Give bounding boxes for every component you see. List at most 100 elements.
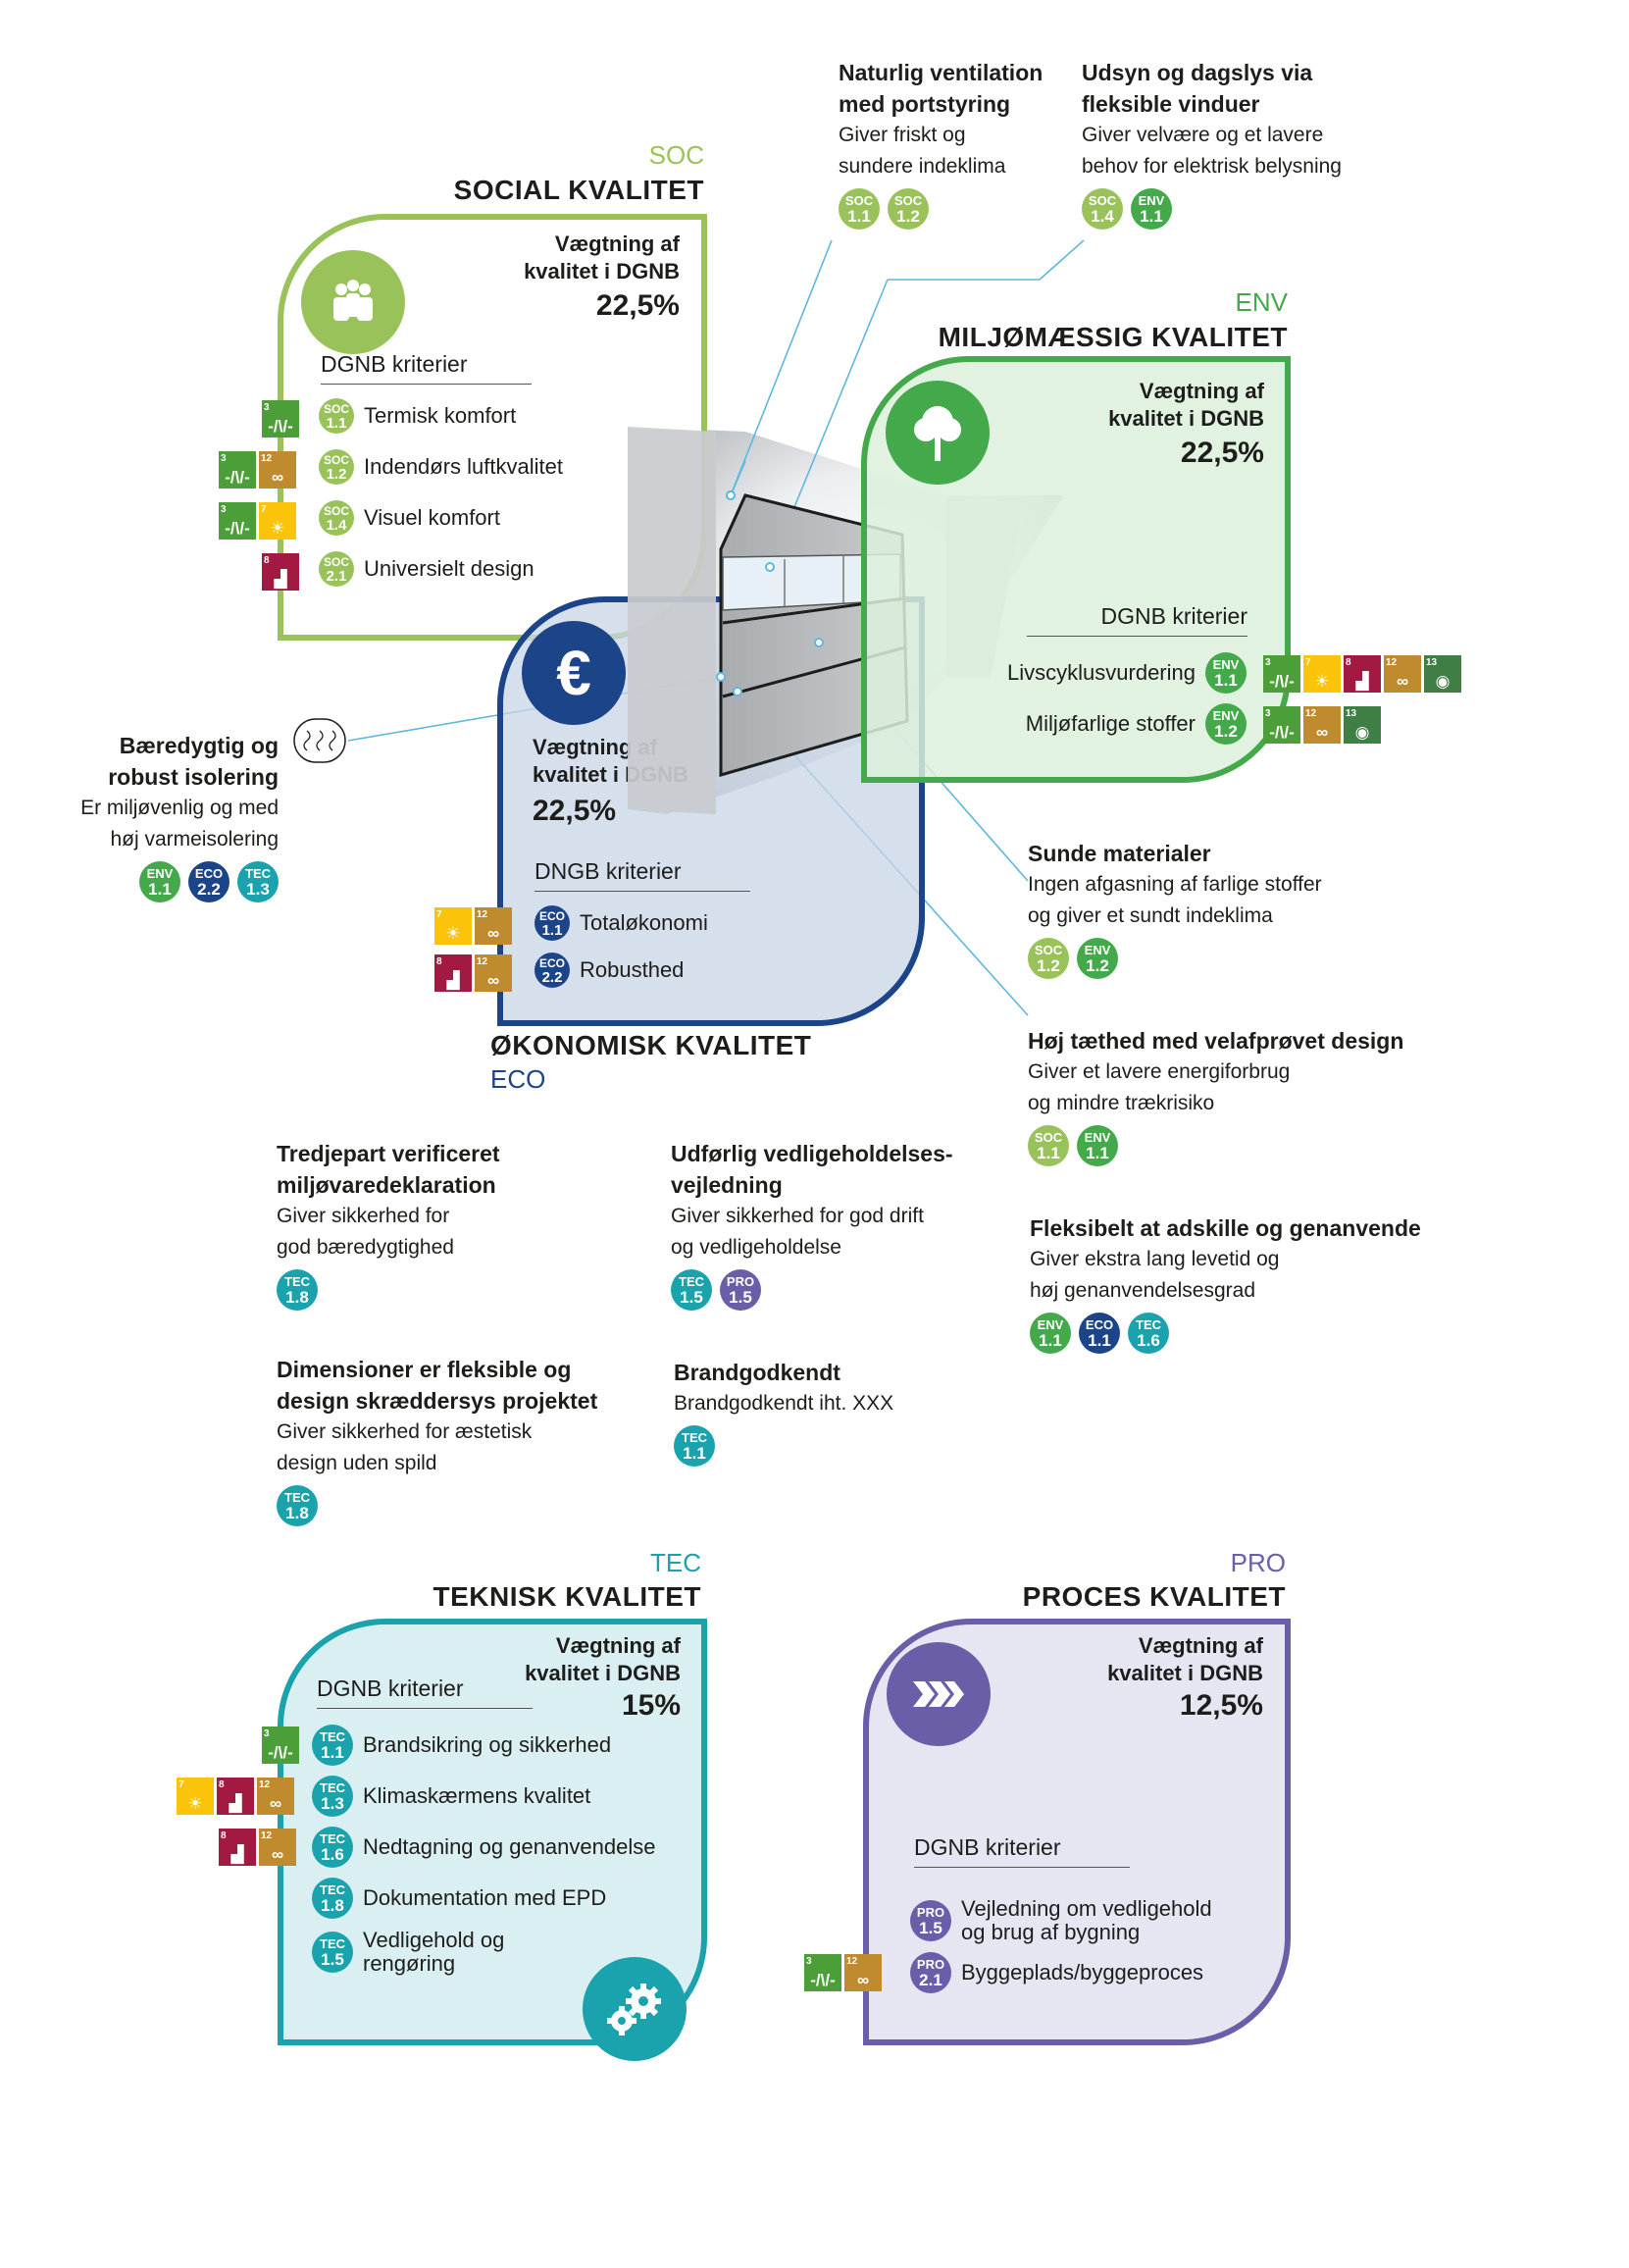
sdg-8-icon: 8▟ — [434, 954, 472, 992]
sdg-icons: 8▟ 12∞ — [434, 954, 512, 992]
sdg-icons: 7☀ 12∞ — [434, 907, 512, 945]
eco-code: ECO — [490, 1064, 546, 1094]
sdg-7-icon: 7☀ — [259, 502, 296, 540]
criterion-label: Miljøfarlige stoffer — [1025, 711, 1196, 736]
sdg-7-icon: 7☀ — [434, 907, 472, 945]
sdg-icons: 3-/\/- 7☀ 8▟ 12∞ 13◉ — [1263, 655, 1461, 693]
criterion-label: Totaløkonomi — [580, 910, 708, 935]
sdg-12-icon: 12∞ — [1303, 706, 1341, 744]
sdg-13-icon: 13◉ — [1344, 706, 1381, 744]
sdg-icons: 7☀ 8▟ 12∞ — [177, 1778, 294, 1815]
callout-brand: Brandgodkendt Brandgodkendt iht. XXX TEC… — [674, 1357, 893, 1467]
sdg-3-icon: 3-/\/- — [1263, 706, 1300, 744]
callout-ventilation: Naturlig ventilation med portstyring Giv… — [839, 57, 1043, 230]
sdg-icons: 3-/\/- 12∞ — [804, 1954, 882, 1991]
line-ventilation — [730, 239, 833, 496]
pro-criteria-head: DGNB kriterier — [914, 1834, 1130, 1868]
criterion-label: Livscyklusvurdering — [1007, 660, 1196, 685]
sdg-icons: 3-/\/- — [262, 400, 299, 438]
soc-title: SOCIAL KVALITET — [453, 175, 704, 205]
callout-epd: Tredjepart verificeret miljøvaredeklarat… — [277, 1138, 500, 1311]
sdg-3-icon: 3-/\/- — [262, 400, 299, 438]
sdg-3-icon: 3-/\/- — [804, 1954, 841, 1991]
sdg-12-icon: 12∞ — [1384, 655, 1421, 693]
sdg-3-icon: 3-/\/- — [219, 451, 256, 489]
soc-code: SOC — [648, 140, 704, 170]
criterion-label: Visuel komfort — [364, 505, 500, 530]
criterion-label: Dokumentation med EPD — [363, 1885, 607, 1910]
callout-dagslys: Udsyn og dagslys via fleksible vinduer G… — [1082, 57, 1342, 230]
sdg-8-icon: 8▟ — [219, 1829, 256, 1866]
sdg-12-icon: 12∞ — [844, 1954, 882, 1991]
criterion-label: Brandsikring og sikkerhed — [363, 1732, 612, 1757]
sdg-3-icon: 3-/\/- — [262, 1727, 299, 1764]
callout-materialer: Sunde materialer Ingen afgasning af farl… — [1028, 838, 1322, 979]
env-title: MILJØMÆSSIG KVALITET — [938, 322, 1288, 352]
sdg-icons: 3-/\/- — [262, 1727, 299, 1764]
sdg-3-icon: 3-/\/- — [1263, 655, 1300, 693]
pro-weight-value: 12,5% — [1179, 1689, 1263, 1722]
criterion-label: Indendørs luftkvalitet — [364, 454, 563, 479]
sdg-7-icon: 7☀ — [177, 1778, 214, 1815]
pro-title: PROCES KVALITET — [1022, 1581, 1286, 1612]
criterion-label: Termisk komfort — [364, 403, 517, 428]
sdg-icons: 3-/\/- 12∞ 13◉ — [1263, 706, 1381, 744]
sdg-icons: 3-/\/- 12∞ — [219, 451, 296, 489]
people-icon — [301, 250, 405, 354]
soc-weight-value: 22,5% — [595, 289, 680, 322]
sdg-13-icon: 13◉ — [1424, 655, 1461, 693]
tec-title: TEKNISK KVALITET — [433, 1581, 701, 1612]
sdg-8-icon: 8▟ — [217, 1778, 254, 1815]
callout-vedligehold: Udførlig vedligeholdelses- vejledning Gi… — [671, 1138, 953, 1311]
tec-weight-value: 15% — [621, 1689, 681, 1722]
sdg-7-icon: 7☀ — [1303, 655, 1341, 693]
criterion-label: Byggeplads/byggeproces — [961, 1960, 1204, 1984]
sdg-8-icon: 8▟ — [262, 553, 299, 591]
env-weight-value: 22,5% — [1180, 437, 1264, 469]
eco-title: ØKONOMISK KVALITET — [490, 1030, 812, 1060]
criterion-label: Robusthed — [580, 957, 685, 982]
sdg-icons: 8▟ — [262, 553, 299, 591]
